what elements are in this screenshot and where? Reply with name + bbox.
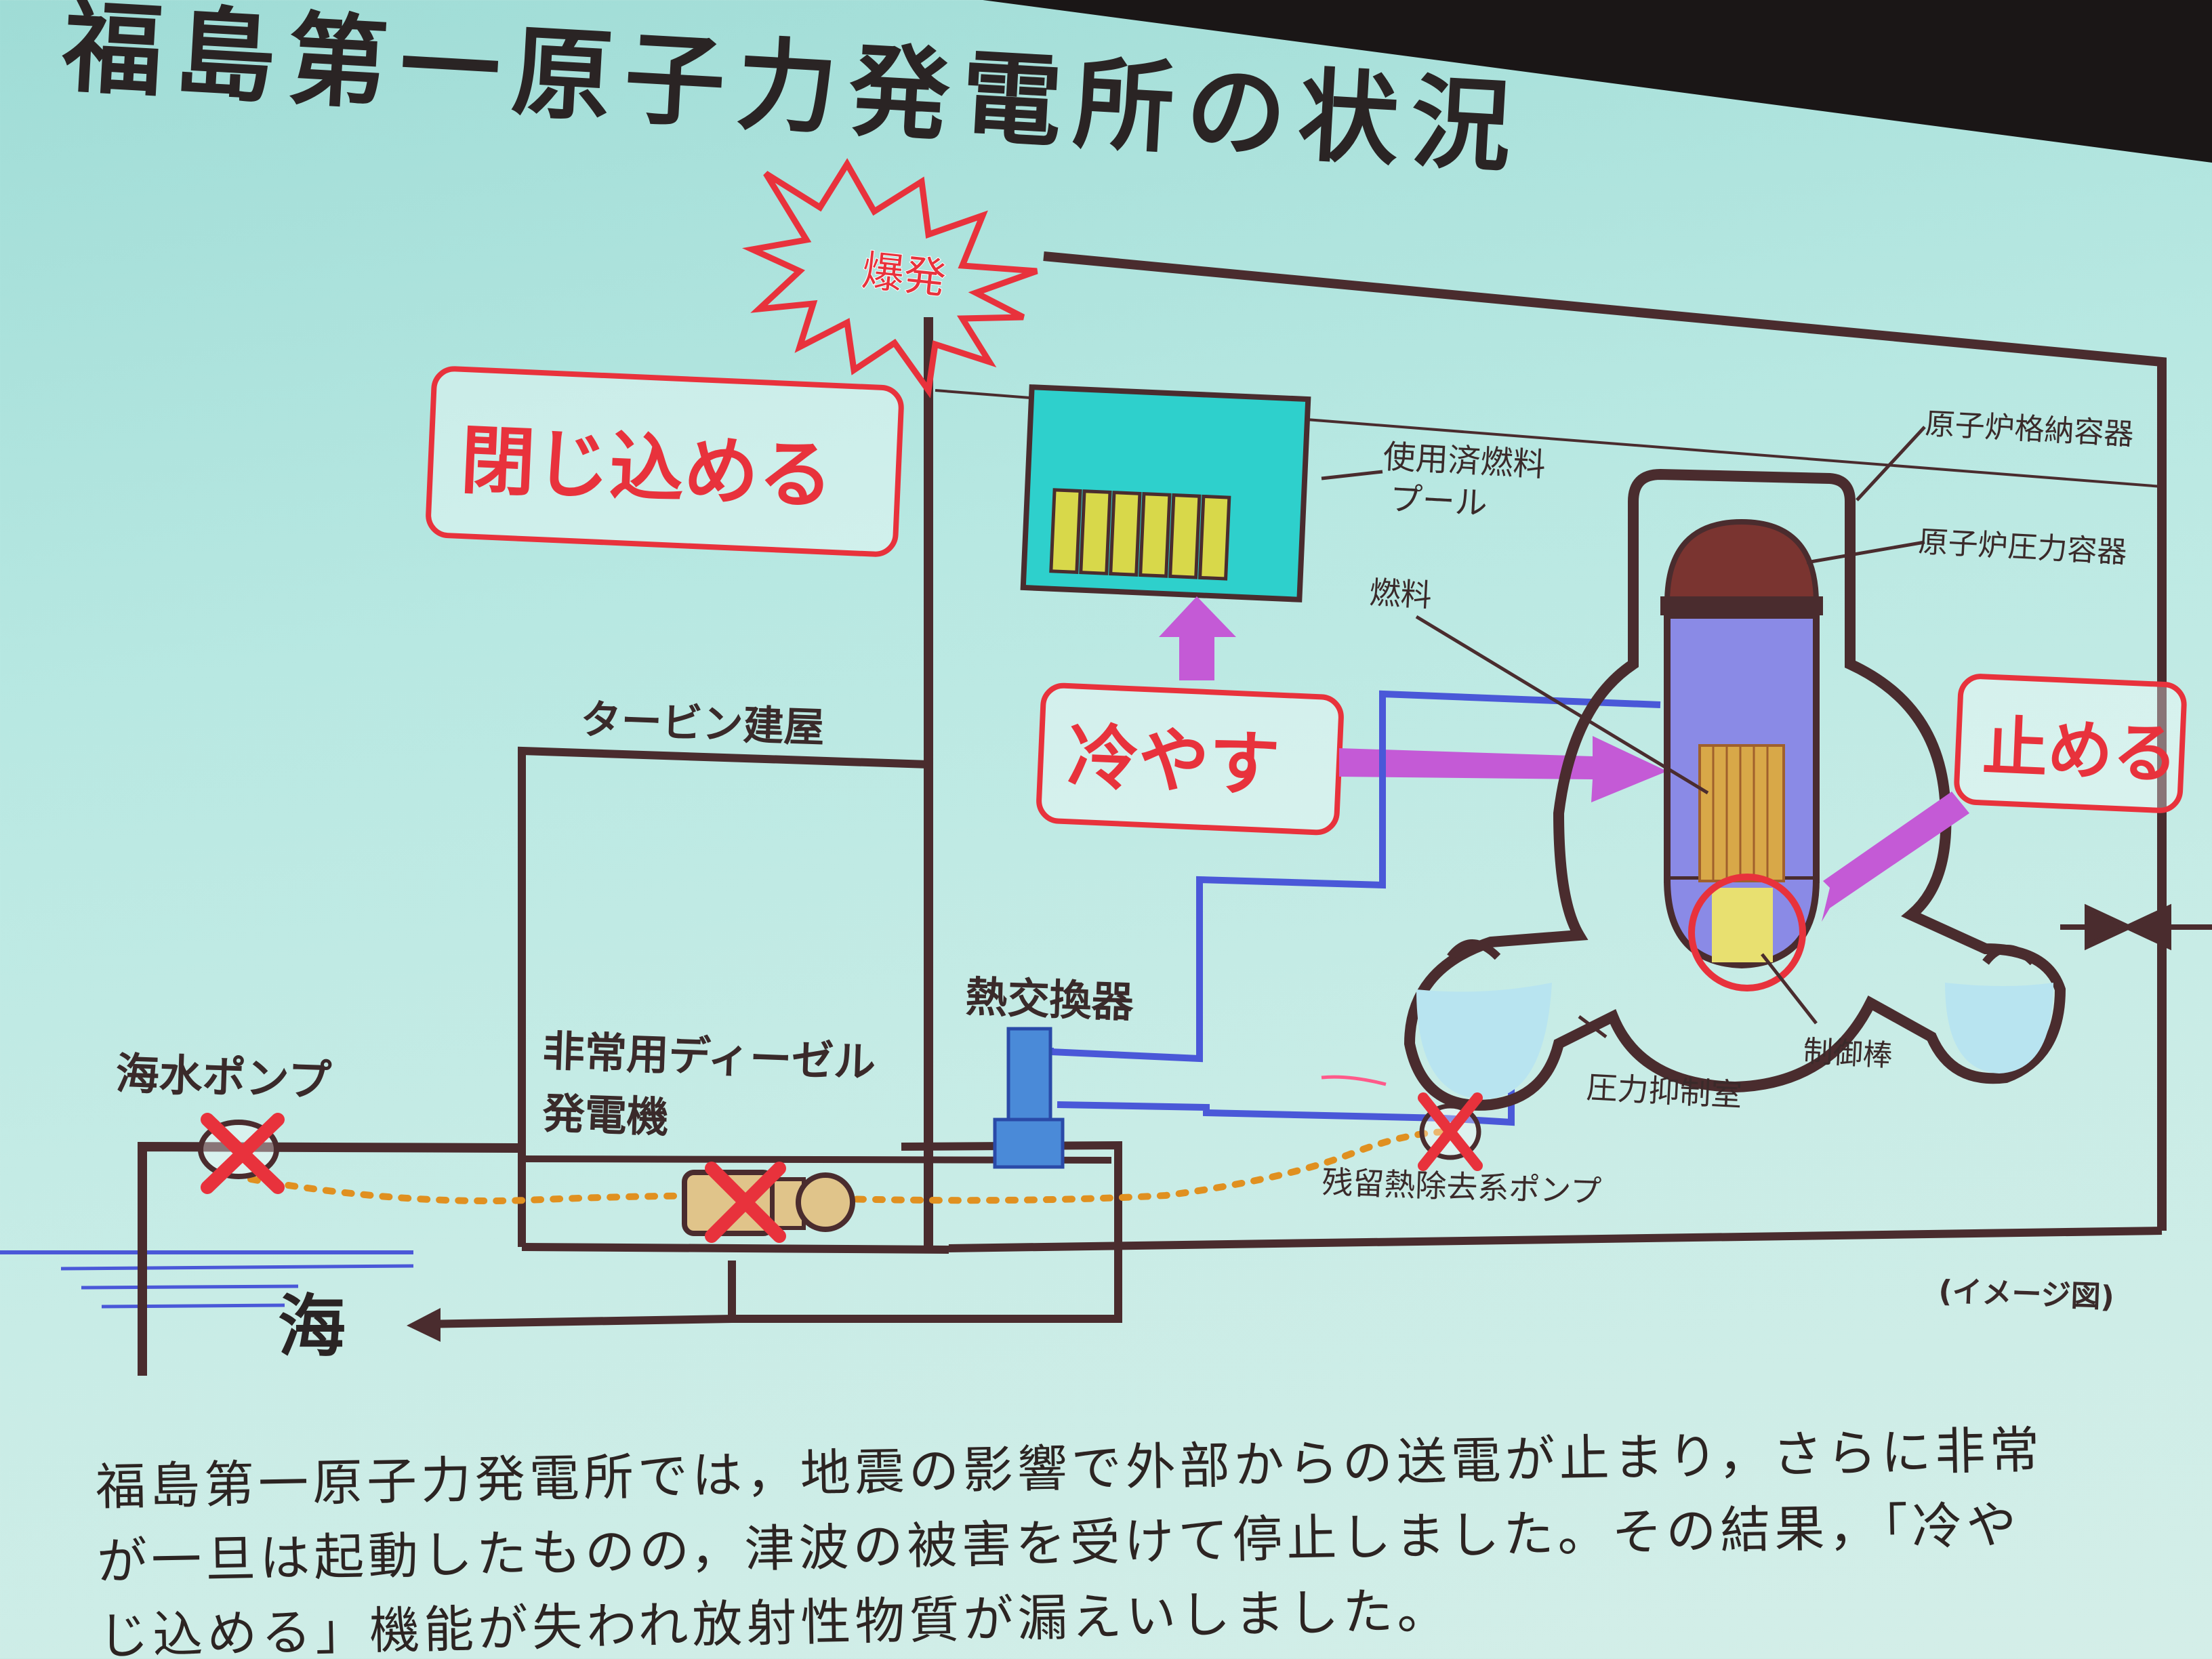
reactor-core bbox=[1698, 744, 1785, 882]
turbine-building-floor bbox=[521, 1243, 949, 1254]
heat-exchanger-base bbox=[993, 1118, 1065, 1169]
diesel-generator-label-1: 非常用ディーゼル bbox=[541, 1026, 876, 1087]
cool-label: 冷やす bbox=[1066, 715, 1281, 806]
seawater-pump-failed-icon bbox=[201, 1113, 285, 1194]
heat-exchanger-label: 熱交換器 bbox=[964, 972, 1134, 1027]
seawater-pipe bbox=[138, 1141, 523, 1376]
sea-waves bbox=[60, 1264, 414, 1309]
containment-pointer bbox=[1856, 426, 1926, 501]
turbine-building-outline bbox=[518, 746, 929, 1247]
discharge-arrow bbox=[407, 1308, 441, 1342]
power-path bbox=[247, 1128, 1454, 1204]
cool-pool-arrow-shaft bbox=[1179, 634, 1214, 680]
cool-pool-arrow-head bbox=[1159, 596, 1236, 637]
suppression-water-left bbox=[1416, 983, 1552, 1099]
stop-arrow bbox=[1822, 792, 1969, 922]
rhr-pump-label: 残留熱除去系ポンプ bbox=[1322, 1164, 1602, 1210]
fuel-label: 燃料 bbox=[1368, 574, 1433, 614]
diesel-generator-motor bbox=[796, 1172, 855, 1232]
contain-box bbox=[426, 366, 904, 557]
valve-icon bbox=[2060, 903, 2212, 951]
turbine-building-label: タービン建屋 bbox=[579, 696, 825, 752]
caption-text: 福島第一原子力発電所では，地震の影響で外部からの送電が止まり，さらに非常 が一旦… bbox=[95, 1410, 2212, 1659]
seawater-pump-label: 海水ポンプ bbox=[115, 1049, 331, 1107]
spent-fuel-assemblies bbox=[1049, 488, 1231, 581]
laser-pointer-mark bbox=[1321, 1075, 1387, 1086]
containment-vessel-label: 原子炉格納容器 bbox=[1924, 407, 2134, 452]
control-rod-label: 制御棒 bbox=[1802, 1034, 1893, 1073]
sea-label: 海 bbox=[278, 1287, 346, 1366]
explosion-label: 爆発 bbox=[859, 245, 948, 304]
image-note-label: (イメージ図) bbox=[1938, 1274, 2115, 1315]
stop-box bbox=[1954, 674, 2187, 813]
spent-fuel-pool-label-2: プール bbox=[1389, 480, 1488, 523]
suppression-pointer bbox=[1578, 1015, 1607, 1038]
suppression-water-right bbox=[1945, 983, 2053, 1073]
control-rods bbox=[1712, 888, 1773, 962]
control-rod-highlight bbox=[1688, 874, 1806, 991]
stop-label: 止める bbox=[1981, 708, 2179, 792]
pressure-vessel-dome bbox=[1664, 518, 1820, 606]
pressure-vessel-label: 原子炉圧力容器 bbox=[1917, 525, 2127, 570]
reactor-building-floor bbox=[948, 1227, 2163, 1252]
control-rod-pointer bbox=[1761, 953, 1818, 1025]
suppression-chamber-label: 圧力抑制室 bbox=[1585, 1069, 1743, 1113]
cool-reactor-arrow bbox=[1339, 736, 1667, 802]
spent-fuel-pool-label-1: 使用済燃料 bbox=[1382, 438, 1547, 484]
pool-pointer bbox=[1321, 470, 1383, 480]
heat-exchanger bbox=[1006, 1027, 1052, 1123]
diesel-generator-failed-icon bbox=[705, 1162, 786, 1243]
page-title: 福島第一原子力発電所の状況 bbox=[59, 0, 1687, 186]
cool-box bbox=[1036, 682, 1344, 836]
rhr-pump-failed-icon bbox=[1418, 1092, 1483, 1171]
diesel-generator-label-2: 発電機 bbox=[541, 1088, 669, 1142]
contain-label: 閉じ込める bbox=[459, 417, 835, 520]
explosion-burst bbox=[741, 158, 1038, 398]
pressure-vessel-pointer bbox=[1806, 540, 1925, 565]
vent-pipes bbox=[1447, 939, 2036, 966]
fuel-pointer bbox=[1415, 615, 1709, 795]
discharge-to-sea bbox=[419, 1315, 733, 1328]
